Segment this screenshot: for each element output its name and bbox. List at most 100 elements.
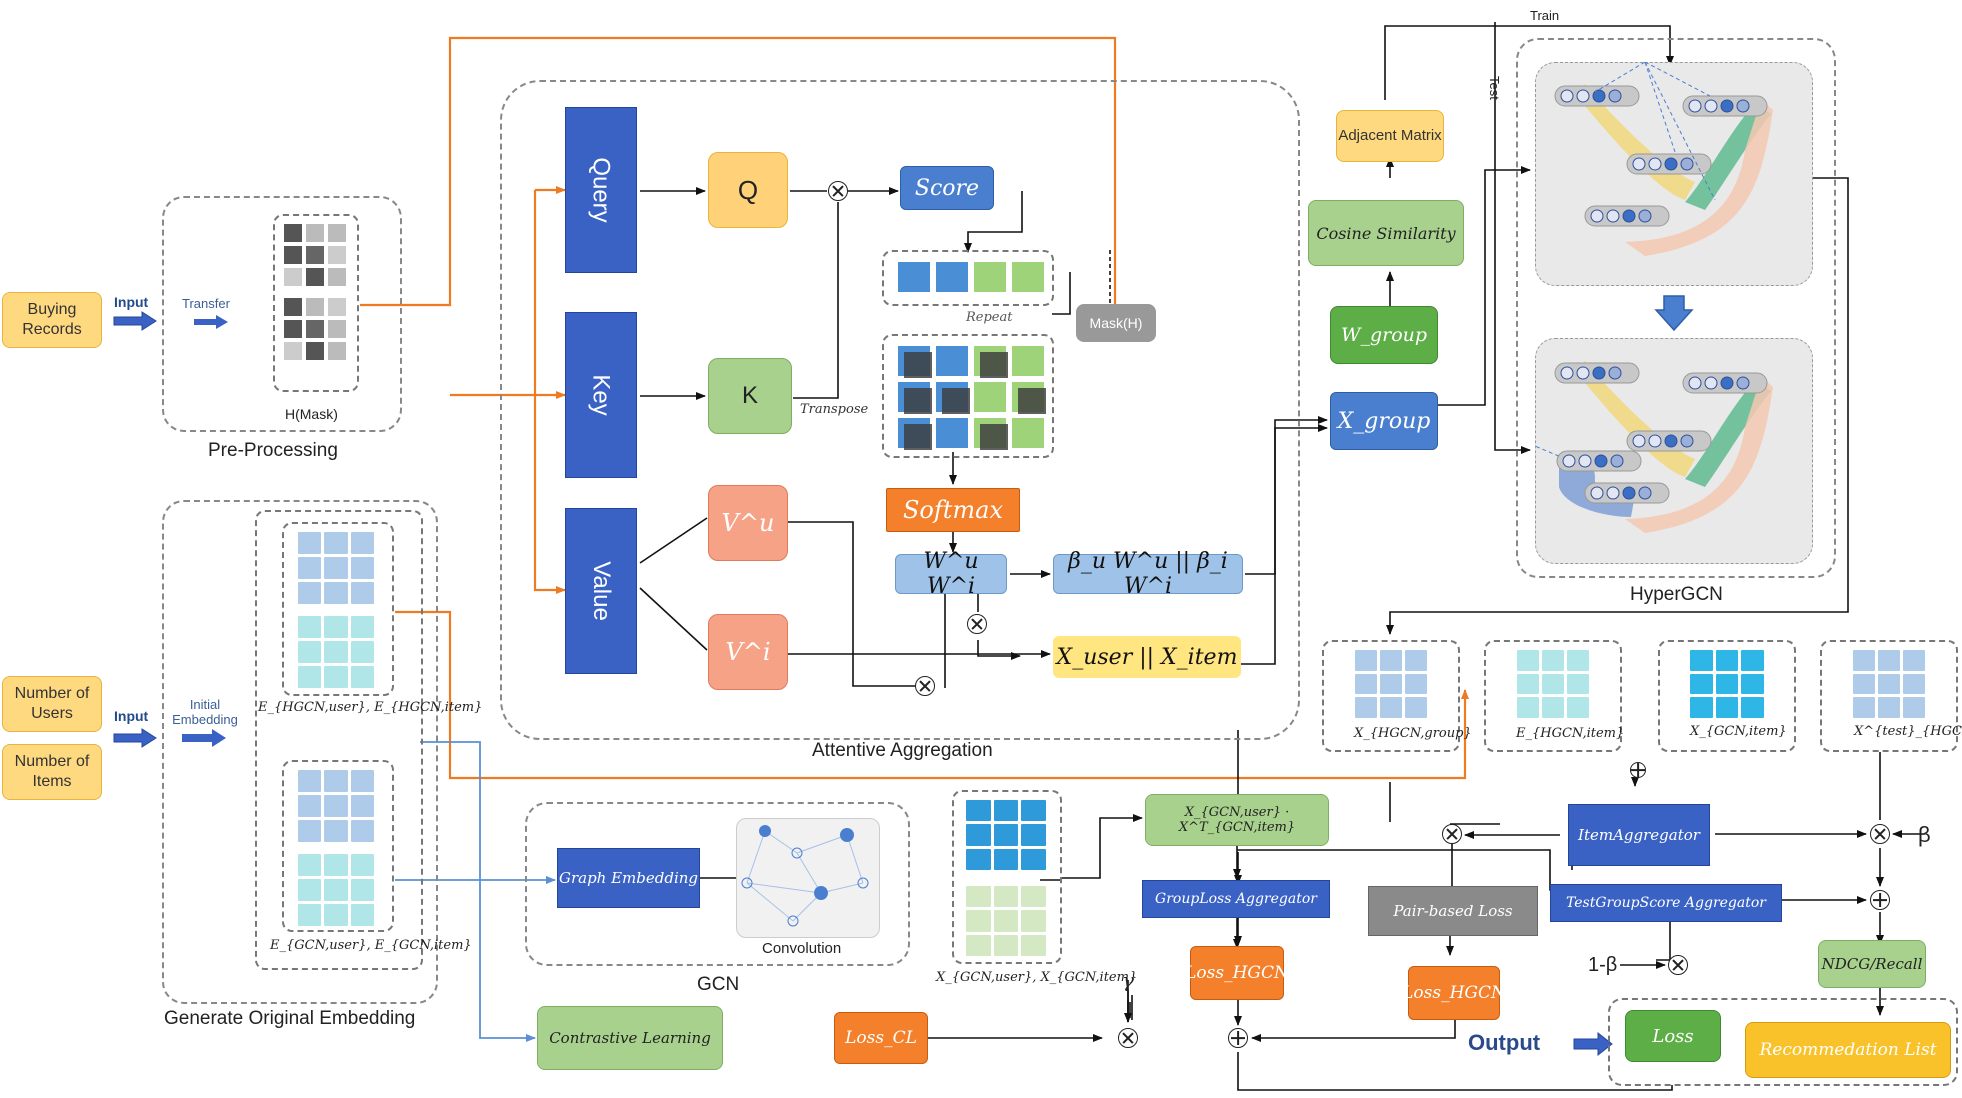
matrix-cell [1853, 697, 1875, 718]
user-node [1590, 209, 1604, 223]
beta-concat-label: β_u W^u || β_i W^i [1068, 549, 1228, 599]
hypergcn-title: HyperGCN [1630, 584, 1723, 605]
x-concat-box: X_user || X_item [1053, 636, 1241, 678]
matrix-cell [350, 854, 374, 876]
matrix-cell [298, 666, 322, 688]
multiply-operator [828, 181, 848, 201]
user-node [1638, 209, 1652, 223]
matrix-cell [1405, 673, 1427, 695]
matrix-cell [1380, 650, 1402, 671]
transfer-arrow-icon [194, 315, 228, 329]
user-node [1606, 486, 1620, 500]
value-label: Value [587, 561, 615, 621]
attentive-aggregation-title: Attentive Aggregation [812, 740, 993, 761]
test-group-score-aggregator-box: TestGroupScore Aggregator [1550, 884, 1782, 922]
hypergraph-drawing [1535, 62, 1773, 533]
matrix-cell [993, 934, 1019, 956]
matrix-cell [1903, 697, 1925, 718]
user-node [1594, 454, 1608, 468]
adjacent-matrix-box: Adjacent Matrix [1336, 110, 1444, 162]
user-node [1560, 89, 1574, 103]
user-node [1632, 434, 1646, 448]
user-node [1592, 366, 1606, 380]
matrix-cell [1380, 673, 1402, 695]
score-cell [936, 262, 968, 292]
repeat-label: Repeat [966, 310, 1013, 325]
buying-records-box: Buying Records [2, 292, 102, 348]
loss-hgcn-box-1: Loss_HGCN [1185, 946, 1289, 1000]
user-node [1704, 376, 1718, 390]
mask-cell [284, 342, 302, 360]
matrix-cell [350, 879, 374, 901]
mask-cell [328, 224, 346, 242]
mask-cell [306, 268, 324, 286]
user-node [1592, 89, 1606, 103]
matrix-cell [1715, 697, 1739, 718]
w-group-label: W_group [1340, 324, 1428, 346]
matrix-cell [1741, 673, 1764, 695]
matrix-cell [966, 910, 991, 932]
x-gcn-item-matrix-right [1690, 650, 1764, 718]
x-concat-label: X_user || X_item [1056, 644, 1238, 670]
mask-overlay-cell [904, 424, 932, 450]
v-user-label: V^u [721, 509, 775, 537]
repeated-matrix-frame [882, 334, 1054, 458]
matrix-cell [1405, 650, 1427, 671]
mask-cell [306, 342, 324, 360]
x-group-box: X_group [1330, 392, 1438, 450]
group-loss-aggregator-label: GroupLoss Aggregator [1155, 891, 1317, 907]
gcn-user-matrix [298, 770, 374, 842]
gamma-label: γ [1122, 968, 1134, 992]
matrix-cell [993, 848, 1019, 870]
user-node [1576, 89, 1590, 103]
attentive-aggregation-panel [500, 80, 1300, 740]
repeat-cell [1012, 418, 1044, 448]
matrix-cell [350, 582, 374, 604]
matrix-cell [966, 800, 991, 822]
e-hgcn-item-frame [1484, 640, 1622, 752]
x-gcn-user-matrix [966, 800, 1046, 870]
matrix-cell [298, 904, 322, 926]
softmax-label: Softmax [902, 496, 1004, 524]
dot-product-label: X_{GCN,user} · X^T_{GCN,item} [1178, 805, 1296, 835]
matrix-cell [1021, 848, 1046, 870]
matrix-cell [350, 666, 374, 688]
matrix-cell [1741, 650, 1764, 671]
matrix-cell [350, 770, 374, 792]
convolution-graph [736, 818, 880, 938]
matrix-cell [298, 532, 322, 554]
matrix-cell [350, 795, 374, 817]
matrix-cell [1715, 673, 1739, 695]
repeat-cell [1012, 346, 1044, 376]
matrix-cell [1690, 673, 1713, 695]
number-of-items-box: Number of Items [2, 744, 102, 800]
one-minus-beta-label: 1-β [1588, 954, 1618, 976]
matrix-cell [298, 795, 322, 817]
train-label: Train [1530, 8, 1560, 23]
mask-cell [306, 246, 324, 264]
matrix-cell [350, 641, 374, 663]
matrix-cell [1878, 697, 1900, 718]
mask-overlay-cell [904, 388, 932, 414]
original-embedding-panel [162, 500, 438, 1004]
mask-overlay-cell [1018, 388, 1046, 414]
score-box: Score [900, 166, 994, 210]
matrix-cell [324, 904, 348, 926]
user-node [1610, 454, 1624, 468]
gcn-output-frame [952, 790, 1062, 964]
user-node [1622, 486, 1636, 500]
original-embedding-title: Generate Original Embedding [164, 1008, 416, 1029]
matrix-cell [1405, 697, 1427, 718]
test-group-score-aggregator-label: TestGroupScore Aggregator [1566, 895, 1766, 911]
mask-cell [328, 320, 346, 338]
gcn-embedding-frame [282, 760, 394, 932]
item-aggregator-label: ItemAggregator [1578, 826, 1700, 844]
matrix-cell [1355, 650, 1377, 671]
matrix-cell [966, 934, 991, 956]
number-of-items-label: Number of Items [14, 753, 90, 790]
mask-cell [328, 298, 346, 316]
input-arrow-icon [113, 728, 157, 748]
transfer-label: Transfer [182, 296, 230, 311]
user-node [1576, 366, 1590, 380]
output-frame [1608, 998, 1958, 1086]
